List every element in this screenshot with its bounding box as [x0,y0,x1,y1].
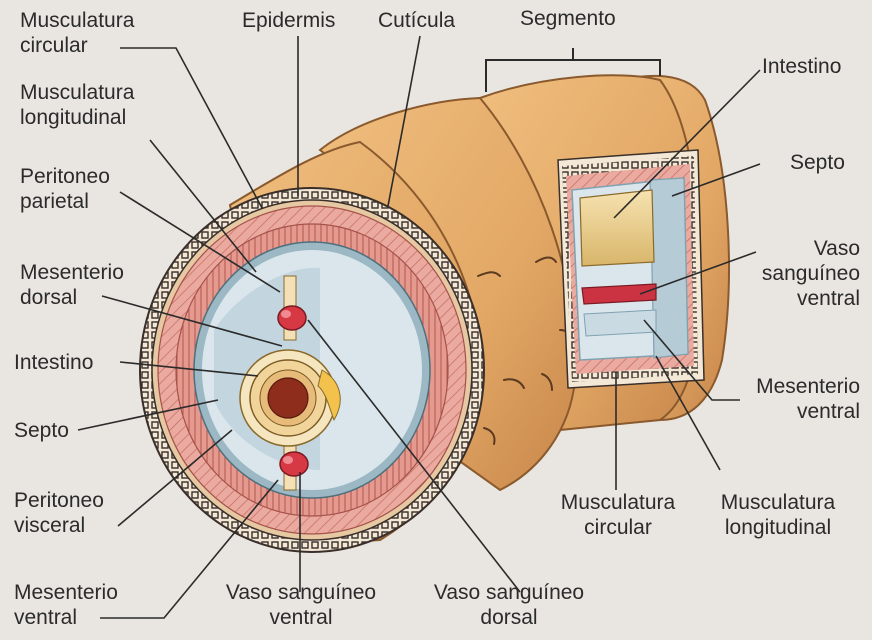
label-mesenterio-ventral-left: Mesenterio ventral [14,580,118,630]
label-mesenterio-dorsal: Mesenterio dorsal [20,260,124,310]
label-mesenterio-ventral-right: Mesenterio ventral [720,374,860,424]
label-vaso-dorsal-bottom: Vaso sanguíneo dorsal [414,580,604,630]
label-intestino-right: Intestino [762,54,841,79]
dorsal-vessel-highlight [281,310,291,318]
label-septo-right: Septo [790,150,845,175]
label-musculatura-longitudinal-left: Musculatura longitudinal [20,80,134,130]
label-musculatura-circular-left: Musculatura circular [20,8,134,58]
intestine-lumen [268,378,308,418]
label-epidermis: Epidermis [242,8,335,33]
dorsal-blood-vessel [278,306,306,330]
label-peritoneo-parietal: Peritoneo parietal [20,164,110,214]
side-cutaway [558,150,704,388]
label-peritoneo-visceral: Peritoneo visceral [14,488,104,538]
label-vaso-ventral-right: Vaso sanguíneo ventral [728,236,860,311]
ventral-vessel-highlight [283,456,293,464]
label-intestino-left: Intestino [14,350,93,375]
label-septo-left: Septo [14,418,69,443]
label-vaso-ventral-bottom: Vaso sanguíneo ventral [206,580,396,630]
label-musculatura-longitudinal-bottom: Musculatura longitudinal [700,490,856,540]
label-cuticula: Cutícula [378,8,455,33]
label-segmento: Segmento [520,6,616,31]
ventral-blood-vessel [280,452,308,476]
label-musculatura-circular-bottom: Musculatura circular [540,490,696,540]
